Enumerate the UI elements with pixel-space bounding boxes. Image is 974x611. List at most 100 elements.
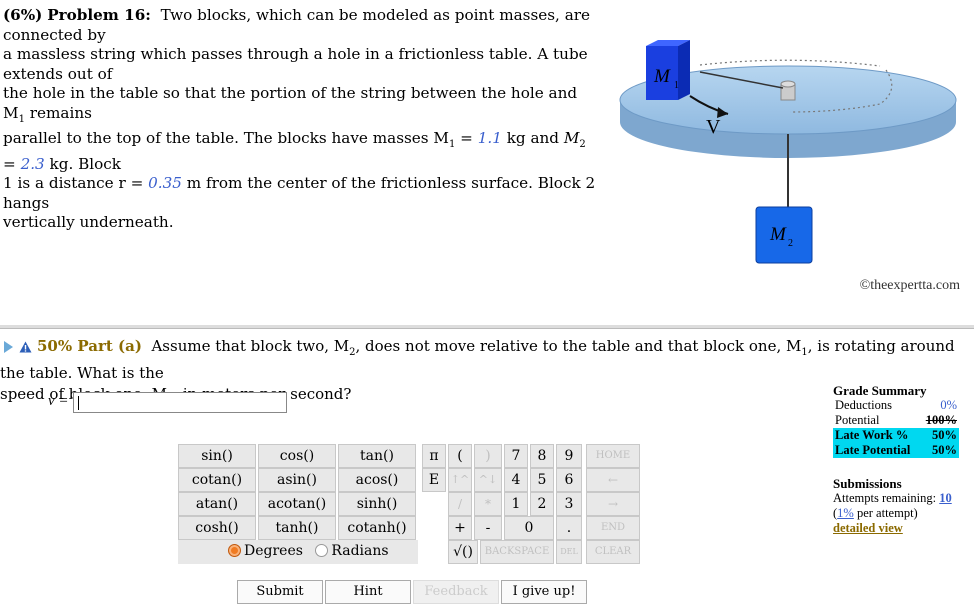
superscript-up-key[interactable]: ↑^ [448, 468, 472, 492]
late-work-label: Late Work % [833, 428, 921, 443]
rparen-key[interactable]: ) [474, 444, 502, 468]
hint-button[interactable]: Hint [325, 580, 411, 604]
delete-key[interactable]: DEL [556, 540, 582, 564]
section-divider [0, 325, 974, 329]
detailed-view-link[interactable]: detailed view [833, 521, 903, 535]
cotanh-button[interactable]: cotanh() [338, 516, 416, 540]
multiply-key[interactable]: * [474, 492, 502, 516]
deductions-label: Deductions [835, 398, 892, 412]
divide-key[interactable]: / [448, 492, 472, 516]
atan-button[interactable]: atan() [178, 492, 256, 516]
problem-text-line3: the hole in the table so that the portio… [3, 84, 578, 122]
key-8[interactable]: 8 [530, 444, 554, 468]
acotan-button[interactable]: acotan() [258, 492, 336, 516]
backspace-key[interactable]: BACKSPACE [480, 540, 554, 564]
degrees-label: Degrees [244, 543, 303, 559]
submit-button[interactable]: Submit [237, 580, 323, 604]
problem-text-line3b: remains [24, 103, 92, 122]
key-4[interactable]: 4 [504, 468, 528, 492]
angle-mode: Degrees Radians [178, 540, 418, 564]
physics-figure: V M 1 M 2 [619, 40, 957, 264]
deductions-value: 0% [940, 398, 957, 412]
problem-text-line6: vertically underneath. [3, 213, 174, 232]
tanh-button[interactable]: tanh() [258, 516, 336, 540]
lparen-key[interactable]: ( [448, 444, 472, 468]
tan-button[interactable]: tan() [338, 444, 416, 468]
problem-text-line2: a massless string which passes through a… [3, 45, 588, 83]
part-text: Assume that block two, M [151, 337, 350, 355]
submissions-title: Submissions [833, 476, 902, 491]
cursor-right-key[interactable]: → [586, 492, 640, 516]
problem-text-line5b: m from the center of the frictionless su… [3, 174, 596, 212]
key-7[interactable]: 7 [504, 444, 528, 468]
per-attempt-post: per attempt) [853, 506, 918, 520]
block-m1-label: M [653, 66, 671, 87]
problem-text-line1: Two blocks, which can be modeled as poin… [3, 6, 591, 44]
sin-button[interactable]: sin() [178, 444, 256, 468]
figure-credit: ©theexpertta.com [859, 278, 960, 293]
subscript-down-key[interactable]: ^↓ [474, 468, 502, 492]
feedback-button[interactable]: Feedback [413, 580, 499, 604]
submissions: Submissions Attempts remaining: 10 (1% p… [833, 476, 959, 536]
sqrt-key[interactable]: √() [448, 540, 478, 564]
input-caret [78, 396, 79, 410]
potential-value: 100% [925, 413, 957, 427]
late-work-value: 50% [920, 428, 959, 443]
e-key[interactable]: E [422, 468, 446, 492]
asin-button[interactable]: asin() [258, 468, 336, 492]
cos-button[interactable]: cos() [258, 444, 336, 468]
attempts-value: 10 [939, 491, 952, 505]
cursor-left-key[interactable]: ← [586, 468, 640, 492]
home-key[interactable]: HOME [586, 444, 640, 468]
part-text-c: , is rotating around the table. What is … [0, 337, 955, 382]
decimal-key[interactable]: . [556, 516, 582, 540]
key-0[interactable]: 0 [504, 516, 554, 540]
answer-var: v = [48, 393, 69, 409]
expand-arrow-icon[interactable] [4, 341, 13, 353]
late-potential-label: Late Potential [833, 443, 921, 458]
key-1[interactable]: 1 [504, 492, 528, 516]
part-label: 50% Part (a) [37, 337, 142, 355]
attempts-label: Attempts remaining: [833, 491, 940, 505]
key-3[interactable]: 3 [556, 492, 582, 516]
degrees-radio[interactable] [228, 543, 241, 557]
grade-table: Deductions 0% Potential 100% Late Work %50… [833, 398, 959, 458]
part-text-b: , does not move relative to the table an… [355, 337, 802, 355]
radius-value: 0.35 [148, 174, 182, 193]
block-m2-label: M [769, 224, 787, 245]
problem-text-line5: 1 is a distance r = [3, 174, 149, 193]
plus-key[interactable]: + [448, 516, 472, 540]
potential-label: Potential [835, 413, 880, 427]
per-attempt-pre: ( [833, 506, 838, 520]
late-potential-value: 50% [920, 443, 959, 458]
block-m2-sub: 2 [788, 238, 793, 249]
cosh-button[interactable]: cosh() [178, 516, 256, 540]
mass2-value: 2.3 [20, 154, 45, 173]
give-up-button[interactable]: I give up! [501, 580, 587, 604]
key-5[interactable]: 5 [530, 468, 554, 492]
block-m1-sub: 1 [674, 80, 679, 91]
clear-key[interactable]: CLEAR [586, 540, 640, 564]
problem-weight: (6%) [3, 6, 43, 24]
per-attempt-value: 1% [837, 506, 854, 520]
answer-input[interactable] [73, 392, 287, 413]
radians-radio[interactable] [315, 543, 329, 557]
problem-title: Problem 16: [47, 6, 151, 24]
cotan-button[interactable]: cotan() [178, 468, 256, 492]
problem-statement: (6%) Problem 16: Two blocks, which can b… [3, 6, 596, 232]
block-m1 [646, 46, 678, 100]
pi-key[interactable]: π [422, 444, 446, 468]
sinh-button[interactable]: sinh() [338, 492, 416, 516]
radians-label: Radians [331, 543, 389, 559]
minus-key[interactable]: - [474, 516, 502, 540]
end-key[interactable]: END [586, 516, 640, 540]
acos-button[interactable]: acos() [338, 468, 416, 492]
key-6[interactable]: 6 [556, 468, 582, 492]
key-2[interactable]: 2 [530, 492, 554, 516]
mass1-value: 1.1 [477, 129, 502, 148]
answer-variable-label: v = [48, 393, 69, 410]
velocity-label: V [706, 116, 721, 138]
warning-icon [19, 341, 32, 353]
key-9[interactable]: 9 [556, 444, 582, 468]
